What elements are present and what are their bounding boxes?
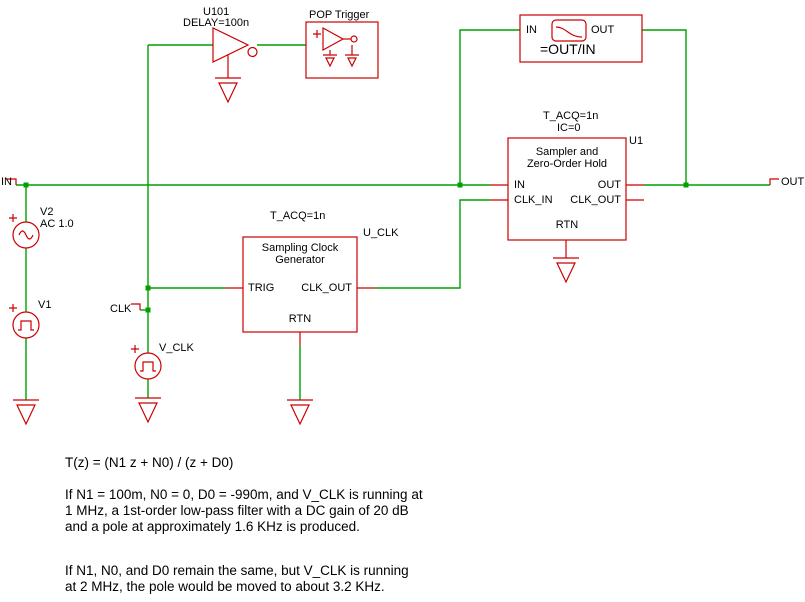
probe-icon-frame	[551, 19, 587, 42]
transfer-probe-symbol[interactable]	[519, 14, 643, 63]
pop-trigger-symbol[interactable]	[305, 21, 379, 79]
port-clk-terminal-icon[interactable]	[131, 303, 141, 310]
sampler-pin-rtn-label: RTN	[555, 219, 579, 231]
sampler-pin-out-label: OUT	[597, 179, 621, 191]
sampler-symbol[interactable]	[490, 137, 644, 258]
pulse-icon	[18, 320, 34, 331]
pulse-icon	[140, 361, 156, 372]
cg-pin-trig-label: TRIG	[248, 282, 275, 294]
sampler-title-line2: Zero-Order Hold	[526, 158, 608, 170]
ground-icon	[215, 77, 241, 104]
wire-probe-in	[459, 29, 520, 185]
probe-pin-out-label: OUT	[591, 24, 615, 36]
sampler-box	[507, 137, 627, 241]
v2-source-symbol[interactable]	[9, 214, 40, 249]
probe-expression-label: =OUT/IN	[540, 41, 596, 57]
junction-dot	[23, 182, 29, 188]
probe-box	[519, 14, 643, 63]
ground-icon	[13, 399, 39, 426]
inversion-bubble-icon	[247, 46, 258, 58]
junction-dot	[683, 182, 689, 188]
wires	[16, 29, 770, 400]
port-out-terminal-icon[interactable]	[769, 178, 779, 185]
v2-value-label: AC 1.0	[40, 218, 74, 230]
plus-icon	[9, 214, 17, 222]
v2-ref-label: V2	[40, 206, 54, 218]
sampler-pin-clk-out-label: CLK_OUT	[570, 194, 621, 206]
plus-icon	[131, 345, 139, 353]
comparator-triangle-icon	[322, 26, 345, 52]
bode-curve-icon	[555, 26, 583, 38]
junction-dot	[145, 285, 151, 291]
v1-source-symbol[interactable]	[9, 304, 40, 339]
ground-icon	[287, 399, 313, 426]
note-transfer-function: T(z) = (N1 z + N0) / (z + D0)	[65, 455, 234, 470]
wire-probe-out	[642, 29, 687, 185]
delay-buffer-symbol[interactable]	[212, 27, 258, 78]
port-in-terminal-icon[interactable]	[7, 178, 17, 185]
components	[7, 14, 779, 426]
cg-pin-rtn-label: RTN	[288, 313, 312, 325]
probe-pin-in-label: IN	[526, 24, 537, 36]
note-para1-line2: 1 MHz, a 1st-order low-pass filter with …	[65, 503, 409, 518]
cg-param-tacq-label: T_ACQ=1n	[270, 210, 326, 222]
clock-generator-symbol[interactable]	[225, 236, 375, 346]
note-para1-line1: If N1 = 100m, N0 = 0, D0 = -990m, and V_…	[65, 487, 423, 502]
buffer-triangle-icon	[212, 27, 250, 63]
plus-icon	[313, 30, 321, 38]
note-para2-line1: If N1, N0, and D0 remain the same, but V…	[65, 563, 409, 578]
vclk-source-symbol[interactable]	[131, 345, 162, 380]
mini-ground-icon	[323, 50, 337, 68]
u101-ref-label: U101	[203, 6, 230, 18]
junctions	[23, 182, 689, 313]
ground-icon	[553, 257, 579, 284]
port-clk-label: CLK	[110, 303, 132, 315]
pop-trigger-box	[305, 21, 379, 79]
cg-title-line2: Generator	[275, 254, 325, 266]
ground-icon	[135, 397, 161, 424]
port-out-label: OUT	[781, 176, 805, 188]
cg-ref-label: U_CLK	[363, 227, 399, 239]
plus-icon	[9, 304, 17, 312]
sine-icon	[18, 230, 34, 240]
sampler-param-tacq-label: T_ACQ=1n	[543, 110, 599, 122]
inversion-bubble-icon	[350, 35, 358, 43]
note-para1-line3: and a pole at approximately 1.6 KHz is p…	[65, 519, 360, 534]
cg-title-line1: Sampling Clock	[261, 242, 339, 254]
pop-trigger-label: POP Trigger	[309, 9, 370, 21]
sampler-ref-label: U1	[629, 135, 644, 147]
junction-dot	[145, 307, 151, 313]
junction-dot	[457, 182, 463, 188]
cg-pin-clk-out-label: CLK_OUT	[301, 282, 352, 294]
mini-ground-icon	[345, 45, 359, 68]
sampler-param-ic-label: IC=0	[557, 122, 581, 134]
wire-clock-route	[375, 199, 490, 289]
sampler-title-line1: Sampler and	[535, 146, 599, 158]
sampler-pin-clk-in-label: CLK_IN	[514, 194, 553, 206]
u101-param-label: DELAY=100n	[183, 17, 250, 29]
sampler-pin-in-label: IN	[514, 179, 525, 191]
vclk-ref-label: V_CLK	[159, 342, 194, 354]
note-para2-line2: at 2 MHz, the pole would be moved to abo…	[65, 579, 385, 594]
v1-ref-label: V1	[38, 299, 52, 311]
port-in-label: IN	[1, 176, 12, 188]
